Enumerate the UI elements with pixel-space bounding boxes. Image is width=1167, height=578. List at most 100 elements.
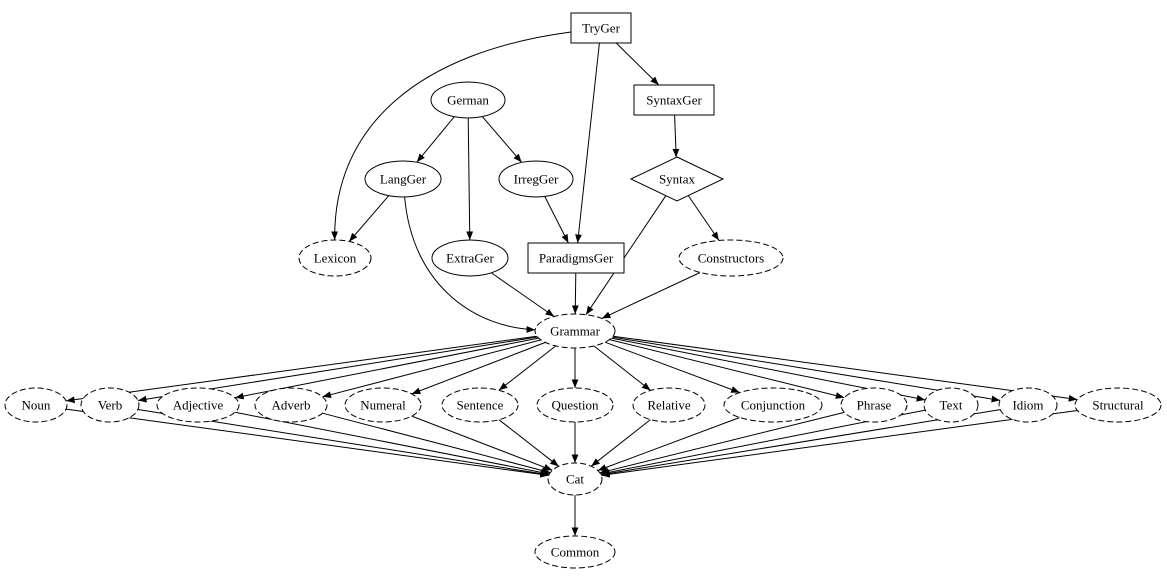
node-shape-ellipse [723,387,823,423]
edges-layer [66,31,1078,536]
edge-tryger-syntaxger [615,42,660,86]
node-label-structural: Structural [1092,398,1144,413]
node-shape-ellipse [344,387,422,423]
node-tryger: TryGer [570,12,632,44]
edge-syntaxger-syntax [672,114,680,158]
node-shape-ellipse [364,160,442,198]
node-label-german: German [447,93,489,108]
node-label-noun: Noun [22,398,51,413]
node-shape-ellipse [1074,387,1162,423]
edge-extrager-grammar [491,272,555,317]
node-lexicon: Lexicon [298,239,372,277]
edge-relative-cat [590,419,651,467]
node-label-constructors: Constructors [698,251,764,266]
node-shape-ellipse [430,81,506,119]
node-numeral: Numeral [344,387,422,423]
node-cat: Cat [547,462,603,496]
node-shape-ellipse [298,239,372,277]
node-shape-ellipse [547,462,603,496]
node-shape-box [570,12,632,44]
node-label-adjective: Adjective [173,398,224,413]
node-constructors: Constructors [678,239,784,277]
edge-grammar-idiom [612,336,1001,403]
node-shape-diamond [629,156,725,202]
node-shape-ellipse [632,387,706,423]
edge-adjective-cat [235,411,550,476]
node-label-question: Question [552,398,599,413]
node-shape-ellipse [678,239,784,277]
edge-adverb-cat [322,412,551,474]
edge-german-extrager [466,117,474,241]
node-relative: Relative [632,387,706,423]
node-conjunction: Conjunction [723,387,823,423]
edge-grammar-phrase [609,339,845,399]
node-syntaxger: SyntaxGer [633,84,715,116]
node-label-langger: LangGer [380,172,427,187]
edge-grammar-numeral [411,341,546,395]
node-label-common: Common [551,545,600,560]
edge-irregger-paradigmsger [544,196,569,244]
node-common: Common [534,535,616,569]
node-label-verb: Verb [98,398,123,413]
node-shape-ellipse [923,387,979,423]
edge-german-langger [416,116,455,163]
node-shape-ellipse [498,160,574,198]
edge-tryger-paradigmsger [575,42,600,244]
node-extrager: ExtraGer [431,239,509,277]
node-verb: Verb [80,387,140,423]
node-label-paradigmsger: ParadigmsGer [539,251,614,266]
node-irregger: IrregGer [498,160,574,198]
node-label-cat: Cat [566,472,584,487]
node-phrase: Phrase [840,387,908,423]
edge-numeral-cat [411,415,553,471]
node-shape-ellipse [534,535,616,569]
node-shape-box [633,84,715,116]
node-label-relative: Relative [647,398,691,413]
edge-idiom-cat [600,409,1001,477]
node-noun: Noun [4,387,68,423]
edge-paradigmsger-grammar [571,272,579,315]
node-syntax: Syntax [629,156,725,202]
node-label-grammar: Grammar [550,324,600,339]
node-shape-ellipse [840,387,908,423]
node-label-syntax: Syntax [659,172,696,187]
node-sentence: Sentence [441,387,519,423]
node-label-adverb: Adverb [272,398,311,413]
node-shape-ellipse [536,387,614,423]
edge-grammar-adjective [235,337,539,400]
edge-phrase-cat [599,411,845,475]
node-adjective: Adjective [156,387,240,423]
node-shape-ellipse [156,387,240,423]
node-label-syntaxger: SyntaxGer [646,93,702,108]
node-label-numeral: Numeral [360,398,406,413]
node-question: Question [536,387,614,423]
node-label-extrager: ExtraGer [446,251,494,266]
node-shape-ellipse [254,387,328,423]
edge-constructors-grammar [601,272,701,319]
node-shape-ellipse [4,387,68,423]
node-paradigmsger: ParadigmsGer [527,242,625,274]
node-label-idiom: Idiom [1012,398,1043,413]
edge-grammar-noun [66,335,537,404]
node-german: German [430,81,506,119]
node-adverb: Adverb [254,387,328,423]
node-shape-ellipse [431,239,509,277]
node-text: Text [923,387,979,423]
edge-sentence-cat [498,419,560,467]
node-label-phrase: Phrase [857,398,892,413]
edge-langger-lexicon [348,195,390,242]
edge-grammar-structural [613,335,1078,402]
edge-conjunction-cat [597,417,740,471]
node-shape-ellipse [534,313,616,349]
edge-syntax-grammar [585,195,667,315]
edge-grammar-relative [593,345,651,391]
node-grammar: Grammar [534,313,616,349]
edge-tryger-lexicon [331,31,572,241]
edge-structural-cat [601,410,1078,478]
edge-syntax-constructors [687,195,720,241]
edge-langger-grammar [404,196,536,333]
edge-german-irregger [481,116,523,163]
